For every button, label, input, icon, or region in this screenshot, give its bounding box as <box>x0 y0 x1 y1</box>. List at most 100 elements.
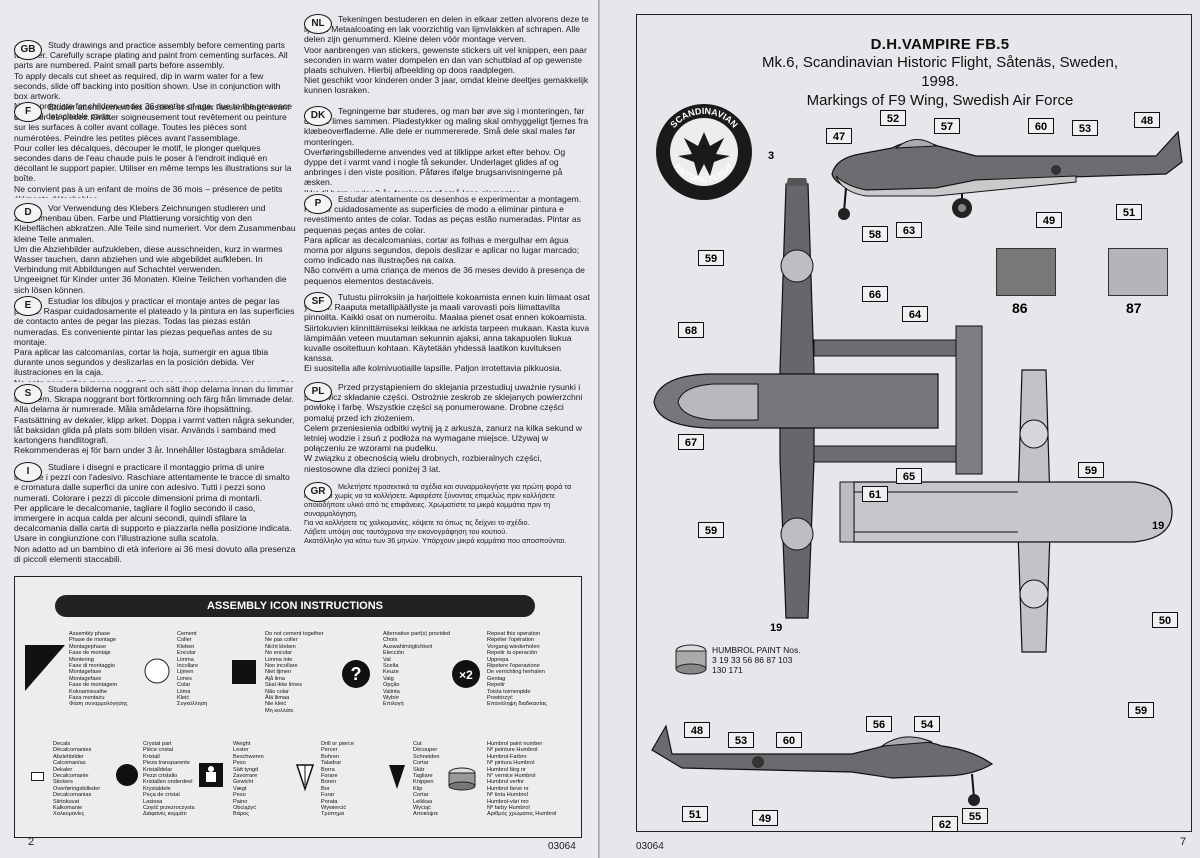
callout: 60 <box>776 732 802 748</box>
lang-text-gr: Μελετήστε προσεκτικά τα σχέδια και συναρ… <box>304 482 572 545</box>
cut-terms: Cut Découper Schneiden Cortar Skär Tagli… <box>413 741 440 818</box>
callout: 60 <box>1028 118 1054 134</box>
callout: 54 <box>914 716 940 732</box>
lang-block-d: D Vor Verwendung des Klebers Zeichnungen… <box>14 203 296 293</box>
callout: 55 <box>962 808 988 824</box>
callout: 48 <box>684 722 710 738</box>
catalog-number-right: 03064 <box>636 841 664 852</box>
svg-text:×2: ×2 <box>459 668 473 682</box>
callout: 59 <box>1128 702 1154 718</box>
do-not-cement-terms: Do not cement together Ne pas coller Nic… <box>265 631 324 714</box>
lang-block-gb: GB Study drawings and practice assembly … <box>14 40 296 136</box>
lang-code-nl: NL <box>304 14 332 34</box>
swatch-label-87: 87 <box>1126 300 1142 316</box>
lang-text-dk: Tegningerne bør studeres, og man bør øve… <box>304 106 589 192</box>
callout: 59 <box>1078 462 1104 478</box>
callout: 19 <box>1152 520 1165 532</box>
lang-code-i: I <box>14 462 42 482</box>
weight-terms: Weight Lester Beschweren Peso Sätt tyngd… <box>233 741 264 818</box>
assembly-phase-icon <box>25 641 69 698</box>
drill-terms: Drill or pierce Percer Bohren Taladrar B… <box>321 741 354 818</box>
decals-terms: Decals Décalcomanies Abziehbilder Calcom… <box>53 741 101 818</box>
callout: 56 <box>866 716 892 732</box>
subtitle-line-2: Markings of F9 Wing, Swedish Air Force <box>806 92 1074 109</box>
lang-code-dk: DK <box>304 106 332 126</box>
callout: 58 <box>862 226 888 242</box>
lang-text-f: Étudier attentivement les dessins et sim… <box>14 102 292 198</box>
lang-text-e: Estudiar los dibujos y practicar el mont… <box>14 296 295 382</box>
weight-icon <box>199 763 223 792</box>
lang-code-gr: GR <box>304 482 332 502</box>
callout: 62 <box>932 816 958 832</box>
scandinavian-historic-flight-logo: SCANDINAVIAN HISTORIC FLIGHT <box>654 102 754 202</box>
callout-plain: 3 <box>768 150 775 162</box>
callout-plain: 19 <box>770 622 783 634</box>
lang-text-s: Studera bilderna noggrant och sätt ihop … <box>14 384 295 456</box>
humbrol-tin-icon <box>447 767 477 796</box>
lang-code-gb: GB <box>14 40 42 60</box>
repeat-x2-icon: ×2 <box>451 659 481 694</box>
catalog-number-left: 03064 <box>548 841 576 852</box>
lang-block-s: S Studera bilderna noggrant och sätt iho… <box>14 384 296 460</box>
repeat-terms: Repeat this operation Répéter l'opératio… <box>487 631 547 708</box>
alternative-part-terms: Alternative part(s) provided Choix Auswa… <box>383 631 451 708</box>
question-mark-icon: ? <box>341 659 371 694</box>
callout: 61 <box>862 486 888 502</box>
callout: 53 <box>728 732 754 748</box>
lang-code-sf: SF <box>304 292 332 312</box>
humbrol-tin-icon <box>674 644 708 683</box>
lang-block-e: E Estudiar los dibujos y practicar el mo… <box>14 296 296 382</box>
drill-icon <box>295 763 315 798</box>
side-view-aircraft <box>826 118 1186 228</box>
lang-text-pl: Przed przystąpieniem do sklejania przest… <box>304 382 583 474</box>
callout: 52 <box>880 110 906 126</box>
page-number-right: 7 <box>1180 836 1187 848</box>
lang-text-nl: Tekeningen bestuderen en delen in elkaar… <box>304 14 589 96</box>
assembly-title: ASSEMBLY ICON INSTRUCTIONS <box>55 595 535 617</box>
callout: 57 <box>934 118 960 134</box>
right-page: D.H.VAMPIRE FB.5 Mk.6, Scandinavian Hist… <box>600 0 1200 858</box>
lang-code-p: P <box>304 194 332 214</box>
lang-block-gr: GR Μελετήστε προσεκτικά τα σχέδια και συ… <box>304 482 590 568</box>
right-frame <box>636 14 1192 832</box>
lang-text-sf: Tutustu piirroksiin ja harjoittele kokoa… <box>304 292 590 374</box>
title-block: D.H.VAMPIRE FB.5 Mk.6, Scandinavian Hist… <box>760 36 1120 110</box>
underside-view-aircraft <box>834 362 1174 662</box>
left-page: GB Study drawings and practice assembly … <box>0 0 600 858</box>
side-view-aircraft-lower <box>642 720 1042 810</box>
lang-block-dk: DK Tegningerne bør studeres, og man bør … <box>304 106 590 192</box>
callout: 59 <box>698 522 724 538</box>
crystal-part-terms: Crystal part Pièce cristal Kristall Piez… <box>143 741 195 818</box>
do-not-cement-icon <box>231 659 257 690</box>
lang-text-i: Studiare i disegni e practicare il monta… <box>14 462 296 564</box>
callout: 64 <box>902 306 928 322</box>
lang-text-d: Vor Verwendung des Klebers Zeichnungen s… <box>14 203 296 293</box>
swatch-label-86: 86 <box>1012 300 1028 316</box>
lang-code-d: D <box>14 203 42 223</box>
callout: 53 <box>1072 120 1098 136</box>
color-swatch-86 <box>996 248 1056 296</box>
callout: 68 <box>678 322 704 338</box>
lang-text-p: Estudar atentamente os desenhos e experi… <box>304 194 585 286</box>
cut-icon <box>387 763 407 798</box>
humbrol-terms: Humbrol paint number Nº peinture Humbrol… <box>487 741 557 818</box>
subtitle-line-1: Mk.6, Scandinavian Historic Flight, Såte… <box>761 54 1118 90</box>
color-swatch-87 <box>1108 248 1168 296</box>
cement-terms: Cement Coller Kleben Encolar Limma Incol… <box>177 631 208 708</box>
svg-text:?: ? <box>351 664 362 684</box>
lang-code-f: F <box>14 102 42 122</box>
lang-block-f: F Étudier attentivement les dessins et s… <box>14 102 296 198</box>
humbrol-paint-numbers: HUMBROL PAINT Nos. 3 19 33 56 86 87 103 … <box>712 645 801 675</box>
callout: 48 <box>1134 112 1160 128</box>
cement-icon <box>143 657 171 690</box>
callout: 47 <box>826 128 852 144</box>
assembly-phase-terms: Assembly phase Phase de montage Montagep… <box>69 631 128 708</box>
callout: 63 <box>896 222 922 238</box>
callout: 66 <box>862 286 888 302</box>
top-view-aircraft <box>638 170 1010 640</box>
lang-block-pl: PL Przed przystąpieniem do sklejania prz… <box>304 382 590 478</box>
assembly-icon-instructions-box: ASSEMBLY ICON INSTRUCTIONS Assembly phas… <box>14 576 582 838</box>
callout: 65 <box>896 468 922 484</box>
lang-text-gb: Study drawings and practice assembly bef… <box>14 40 293 122</box>
callout: 59 <box>698 250 724 266</box>
